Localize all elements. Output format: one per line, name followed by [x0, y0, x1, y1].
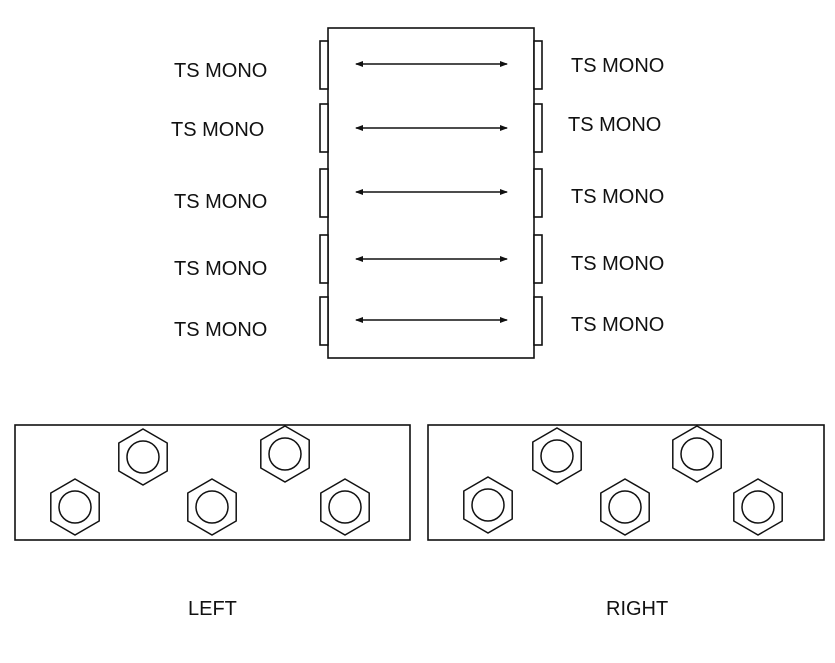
- right-jack-tab: [533, 168, 543, 218]
- left-panel-connectors: [50, 425, 370, 536]
- hex-connector-icon: [532, 427, 582, 485]
- left-jack-tab: [319, 296, 329, 346]
- right-jack-label: TS MONO: [571, 186, 665, 208]
- left-jack-label: TS MONO: [174, 258, 268, 280]
- hex-connector-icon: [463, 476, 513, 534]
- right-jack-label: TS MONO: [571, 314, 665, 336]
- hex-connector-icon: [600, 478, 650, 536]
- right-jack-tab: [533, 296, 543, 346]
- left-jack-label: TS MONO: [174, 60, 268, 82]
- left-jack-tab: [319, 40, 329, 90]
- right-panel: [427, 424, 825, 541]
- patchbay-body: [327, 27, 535, 359]
- right-jack-label: TS MONO: [571, 55, 665, 77]
- hex-connector-icon: [260, 425, 310, 483]
- right-jack-tab: [533, 234, 543, 284]
- left-jack-label: TS MONO: [174, 319, 268, 341]
- hex-connector-icon: [733, 478, 783, 536]
- right-panel-connectors: [463, 425, 783, 536]
- hex-connector-icon: [320, 478, 370, 536]
- left-jack-tab: [319, 168, 329, 218]
- right-panel-caption: RIGHT: [606, 598, 669, 620]
- hex-connector-icon: [50, 478, 100, 536]
- right-jack-tab: [533, 40, 543, 90]
- right-jack-tabs: [533, 40, 543, 346]
- right-jack-tab: [533, 103, 543, 153]
- hex-connector-icon: [187, 478, 237, 536]
- left-jack-label: TS MONO: [171, 119, 265, 141]
- right-jack-label: TS MONO: [571, 253, 665, 275]
- right-jack-label: TS MONO: [568, 114, 662, 136]
- left-jack-tab: [319, 234, 329, 284]
- hex-connector-icon: [118, 428, 168, 486]
- left-jack-tabs: [319, 40, 329, 346]
- hex-connector-icon: [672, 425, 722, 483]
- left-panel-caption: LEFT: [188, 598, 237, 620]
- connection-arrows: [355, 61, 508, 323]
- left-jack-tab: [319, 103, 329, 153]
- left-jack-label: TS MONO: [174, 191, 268, 213]
